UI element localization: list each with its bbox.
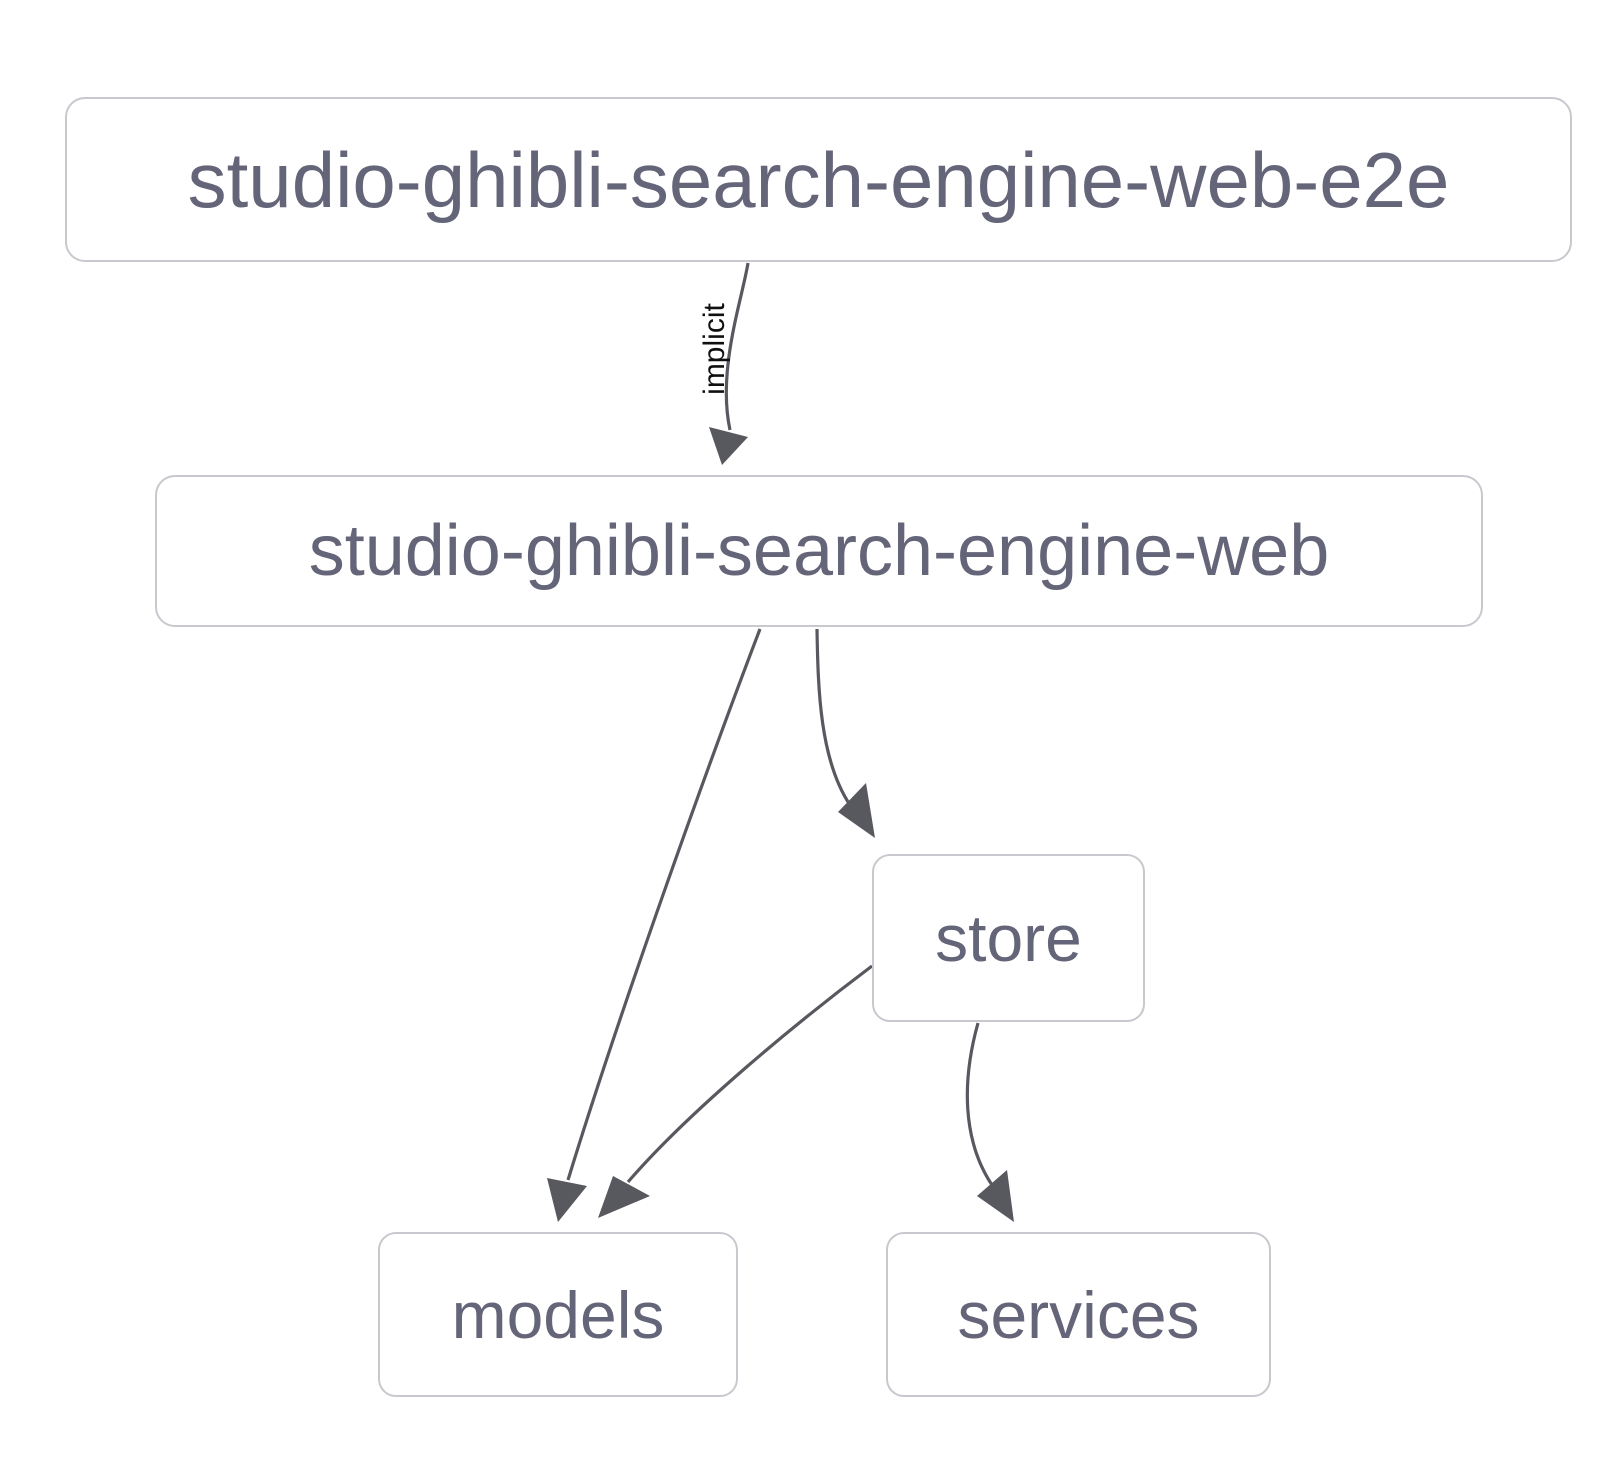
node-label: services — [957, 1277, 1200, 1352]
edge-store-to-models — [598, 964, 873, 1218]
arrow-head-store-models — [598, 1176, 650, 1218]
edge-store-to-services — [965, 1022, 1014, 1222]
node-services[interactable]: services — [886, 1232, 1271, 1397]
arrow-head-store-services — [977, 1170, 1014, 1222]
node-studio-ghibli-search-engine-web[interactable]: studio-ghibli-search-engine-web — [155, 475, 1483, 627]
edge-e2e-to-web — [709, 262, 750, 465]
edge-web-to-store — [815, 628, 875, 838]
node-label: models — [451, 1277, 665, 1352]
node-models[interactable]: models — [378, 1232, 738, 1397]
node-label: store — [935, 901, 1082, 975]
arrow-head-web-store — [838, 783, 875, 838]
arrow-head-web-models — [547, 1178, 587, 1222]
arrow-head-e2e-web — [709, 427, 748, 465]
node-label: studio-ghibli-search-engine-web — [308, 511, 1330, 591]
edge-path-store-models — [626, 964, 873, 1184]
node-store[interactable]: store — [872, 854, 1145, 1022]
edge-path-store-services — [965, 1022, 994, 1186]
edge-path-e2e-web — [724, 262, 750, 431]
node-studio-ghibli-search-engine-web-e2e[interactable]: studio-ghibli-search-engine-web-e2e — [65, 97, 1572, 262]
node-label: studio-ghibli-search-engine-web-e2e — [187, 135, 1450, 224]
edge-path-web-models — [566, 628, 762, 1181]
edge-path-web-store — [815, 628, 852, 806]
edge-web-to-models — [547, 628, 762, 1222]
edge-label-implicit: implicit — [698, 303, 731, 395]
